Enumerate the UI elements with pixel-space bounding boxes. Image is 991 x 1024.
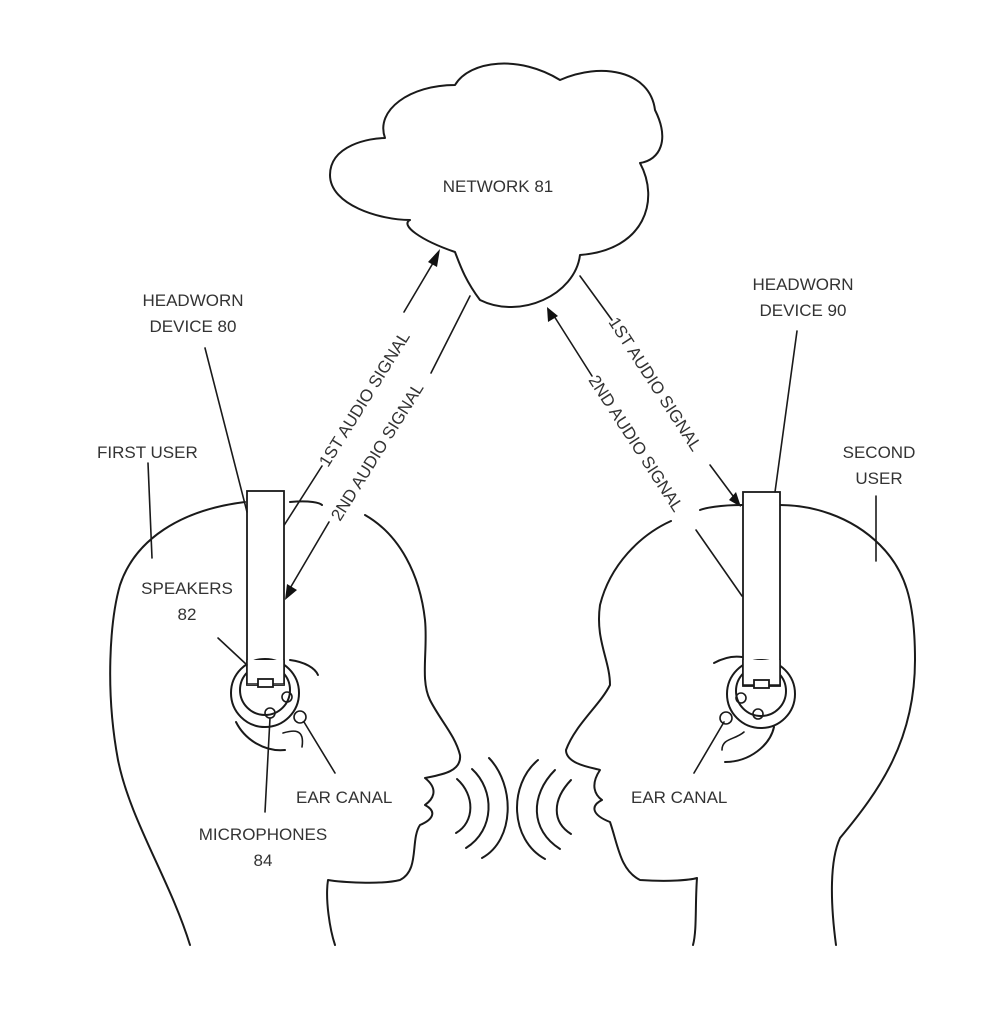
left-second-signal-arrowhead (285, 584, 297, 600)
sound-wave-left-2 (465, 768, 490, 849)
device-90-speaker-icon (753, 679, 770, 689)
second-user-ear-canal-icon (719, 711, 733, 725)
first-user-leader (147, 462, 153, 559)
right-second-signal-line-upper (553, 315, 593, 377)
device-90-headband (742, 491, 781, 687)
right-first-signal-line-lower (709, 464, 737, 501)
device-90-microphone-a-icon (735, 692, 747, 704)
speaker-82-icon (257, 678, 274, 688)
first-ear-canal-leader (303, 721, 336, 774)
right-first-signal-line-upper (579, 275, 613, 321)
left-first-signal-line-upper (403, 257, 437, 313)
first-user-ear-inner (282, 730, 304, 748)
second-user-ear-inner (721, 731, 745, 751)
microphones-84-label-line2: 84 (254, 851, 273, 870)
device-90-label-line1: HEADWORN (752, 275, 853, 294)
left-signal-arrows: 1ST AUDIO SIGNAL 2ND AUDIO SIGNAL (282, 249, 471, 600)
right-first-signal-arrowhead (729, 492, 741, 507)
device-90-label-line2: DEVICE 90 (760, 301, 847, 320)
second-user-label-line2: USER (855, 469, 902, 488)
microphones-84-leader (264, 717, 271, 813)
device-80-leader (204, 347, 248, 513)
right-signal-arrows: 1ST AUDIO SIGNAL 2ND AUDIO SIGNAL (547, 275, 743, 597)
headworn-device-90 (713, 491, 796, 763)
speakers-82-label-line1: SPEAKERS (141, 579, 233, 598)
first-ear-canal-label: EAR CANAL (296, 788, 392, 807)
right-second-signal-line-lower (695, 529, 743, 597)
speakers-82-label-line2: 82 (178, 605, 197, 624)
second-user-head-outline (565, 504, 916, 946)
device-80-label-line1: HEADWORN (142, 291, 243, 310)
left-first-signal-arrowhead (428, 249, 440, 267)
sound-wave-right-2 (535, 769, 561, 850)
network-cloud: NETWORK 81 (329, 62, 664, 309)
left-second-signal-line-lower (288, 521, 330, 591)
network-label: NETWORK 81 (443, 177, 554, 196)
microphones-84-label-line1: MICROPHONES (199, 825, 327, 844)
sound-wave-right-1 (516, 759, 546, 860)
second-ear-canal-leader (693, 721, 725, 774)
second-user-label-line1: SECOND (843, 443, 916, 462)
device-80-headband (246, 490, 285, 686)
sound-wave-left-1 (455, 778, 472, 834)
second-user-head (565, 504, 916, 946)
left-second-signal-line-upper (430, 295, 471, 374)
left-first-signal-line-lower (282, 465, 323, 528)
cloud-outline (329, 62, 664, 309)
speech-sound-waves (455, 757, 572, 860)
microphone-84a-icon (281, 691, 293, 703)
device-90-leader (774, 330, 798, 493)
device-90-microphone-b-icon (752, 708, 764, 720)
second-user-ear-top (713, 655, 743, 664)
first-user-ear-lobe (235, 721, 286, 752)
sound-wave-right-3 (555, 779, 572, 835)
first-user-head (109, 500, 462, 946)
second-ear-canal-label: EAR CANAL (631, 788, 727, 807)
device-80-earcup-outer (230, 658, 300, 728)
device-80-label-line2: DEVICE 80 (150, 317, 237, 336)
second-user-ear-lobe (724, 726, 775, 763)
first-user-label: FIRST USER (97, 443, 198, 462)
right-second-signal-arrowhead (547, 307, 558, 322)
first-user-ear-top (289, 659, 319, 676)
first-user-head-outline (109, 500, 462, 946)
speakers-82-leader (217, 637, 248, 666)
first-user-ear-canal-icon (293, 710, 307, 724)
sound-wave-left-3 (481, 757, 509, 859)
headworn-device-80 (230, 490, 319, 752)
